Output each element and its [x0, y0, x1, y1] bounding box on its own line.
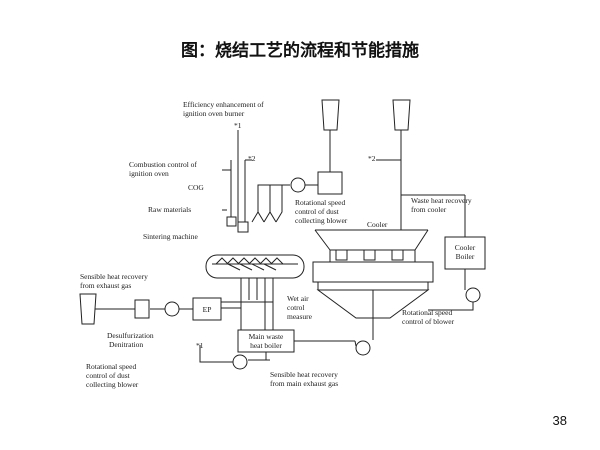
main-boiler-group	[199, 329, 355, 370]
sintering-machine	[205, 254, 305, 340]
label-wet-air-2: cotrol	[287, 303, 305, 312]
dust-collector-top	[317, 171, 343, 195]
label-rot-dust-bottom-3: collecting blower	[86, 380, 139, 389]
ignition-oven-group	[222, 130, 252, 233]
label-sensible-exhaust-1: Sensible heat recovery	[80, 272, 148, 281]
ignition-oven	[237, 221, 249, 233]
exhaust-line	[79, 293, 273, 325]
dust-collection-hood	[251, 99, 343, 223]
desulf-unit	[134, 299, 150, 319]
label-sensible-main-2: from main exhaust gas	[270, 379, 338, 388]
blower-right-bottom	[355, 340, 371, 356]
label-rot-dust-bottom-2: control of dust	[86, 371, 131, 380]
cooler-group	[312, 99, 486, 356]
label-main-waste-boiler-2: heat boiler	[250, 341, 282, 350]
blower-left	[164, 301, 180, 317]
label-star1-bottom: *1	[196, 341, 204, 350]
label-efficiency-1: Efficiency enhancement of	[183, 100, 264, 109]
label-rot-dust-bottom-1: Rotational speed	[86, 362, 136, 371]
label-star2-left: *2	[248, 154, 256, 163]
label-rot-blower-1: Rotational speed	[402, 308, 452, 317]
label-cooler-boiler-2: Boiler	[456, 252, 475, 261]
label-desulf-1: Desulfurization	[107, 331, 154, 340]
label-sensible-exhaust-2: from exhaust gas	[80, 281, 131, 290]
label-wet-air-1: Wet air	[287, 294, 309, 303]
label-desulf-2: Denitration	[109, 340, 143, 349]
stack-top-right	[392, 99, 411, 131]
label-rot-blower-2: control of blower	[402, 317, 455, 326]
label-waste-heat-cooler-1: Waste heat recovery	[411, 196, 472, 205]
label-combustion-2: ignition oven	[129, 169, 169, 178]
label-rot-dust-top-3: collecting blower	[295, 216, 348, 225]
stack-top-left	[321, 99, 340, 131]
raw-material-hopper	[226, 216, 237, 227]
cooler-boiler	[444, 236, 486, 270]
label-cog: COG	[188, 183, 204, 192]
label-sensible-main-1: Sensible heat recovery	[270, 370, 338, 379]
label-efficiency-2: ignition oven burner	[183, 109, 245, 118]
label-main-waste-boiler-1: Main waste	[249, 332, 284, 341]
label-star2-right: *2	[368, 154, 376, 163]
label-cooler-boiler-1: Cooler	[455, 243, 476, 252]
blower-bottom	[232, 354, 248, 370]
label-ep: EP	[203, 305, 212, 314]
label-waste-heat-cooler-2: from cooler	[411, 205, 447, 214]
stack-left	[79, 293, 97, 325]
label-rot-dust-top-1: Rotational speed	[295, 198, 345, 207]
label-raw-materials: Raw materials	[148, 205, 191, 214]
label-combustion-1: Combustion control of	[129, 160, 197, 169]
blower-right	[465, 287, 481, 303]
label-cooler: Cooler	[367, 220, 388, 229]
slide-title: 图：烧结工艺的流程和节能措施	[181, 41, 419, 61]
page-number: 38	[552, 413, 567, 428]
dust-blower-top	[290, 177, 306, 193]
label-rot-dust-top-2: control of dust	[295, 207, 340, 216]
label-star1-top: *1	[234, 121, 242, 130]
label-wet-air-3: measure	[287, 312, 313, 321]
label-sintering-machine: Sintering machine	[143, 232, 198, 241]
